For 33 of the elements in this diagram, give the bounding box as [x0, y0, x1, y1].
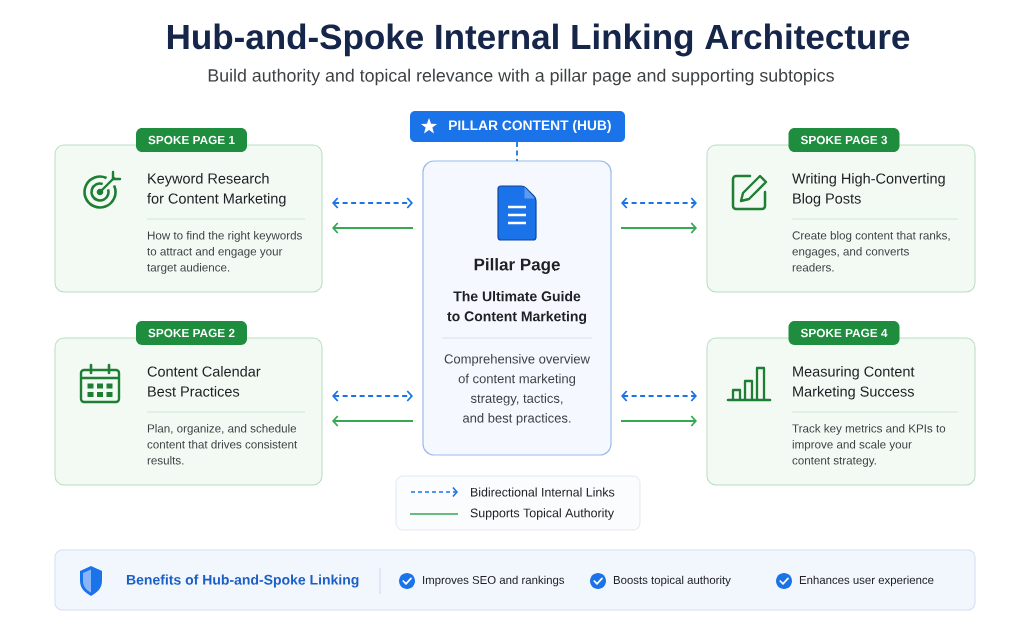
- tag-badge: SPOKE PAGE 2: [136, 321, 247, 345]
- card-heading: Measuring Content Marketing Success: [793, 366, 915, 400]
- arrow: [620, 222, 697, 234]
- arrow: [332, 415, 414, 427]
- benefit-text: Boosts topical authority: [613, 575, 731, 587]
- card-title: Pillar Page: [474, 258, 560, 274]
- arrow: [332, 222, 414, 234]
- card-text: Plan, organize, and schedule content that drives consistent results.: [147, 424, 298, 465]
- title: Hub-and-Spoke Internal Linking Architecture: [167, 23, 910, 57]
- card-text: Create blog content that ranks, engages, and converts readers.: [792, 231, 950, 272]
- card-heading: The Ultimate Guide to Content Marketing: [447, 291, 587, 325]
- double-arrow: [621, 197, 697, 209]
- card-text: Comprehensive overview of content marketing strategy, tactics, and best practices.: [444, 354, 590, 426]
- card-heading: Content Calendar Best Practices: [147, 366, 261, 397]
- card-text: How to find the right keywords to attract and engage your target audience.: [147, 231, 302, 274]
- benefit-text: Enhances user experience: [799, 575, 934, 587]
- card-text: Track key metrics and KPIs to improve and scale your content strategy.: [792, 424, 946, 467]
- arrow: [620, 415, 697, 427]
- card-heading: Writing High-Converting Blog Posts: [792, 173, 945, 207]
- bar-heading: Benefits of Hub-and-Spoke Linking: [126, 574, 359, 588]
- double-arrow: [332, 390, 413, 402]
- connector-line: [516, 141, 518, 162]
- legend-label: Supports Topical Authority: [470, 508, 614, 520]
- tag-badge: SPOKE PAGE 3: [788, 128, 900, 152]
- double-arrow: [332, 197, 413, 209]
- tag-badge: SPOKE PAGE 4: [788, 321, 900, 345]
- legend-label: Bidirectional Internal Links: [471, 487, 615, 497]
- benefit-text: Improves SEO and rankings: [423, 575, 565, 587]
- card-heading: Keyword Research for Content Marketing: [147, 173, 286, 207]
- subtitle: Build authority and topical relevance with a pillar page and supporting subtopics: [208, 68, 834, 86]
- hub-badge: PILLAR CONTENT (HUB): [410, 111, 625, 142]
- double-arrow: [621, 390, 697, 402]
- tag-badge: SPOKE PAGE 1: [136, 128, 247, 152]
